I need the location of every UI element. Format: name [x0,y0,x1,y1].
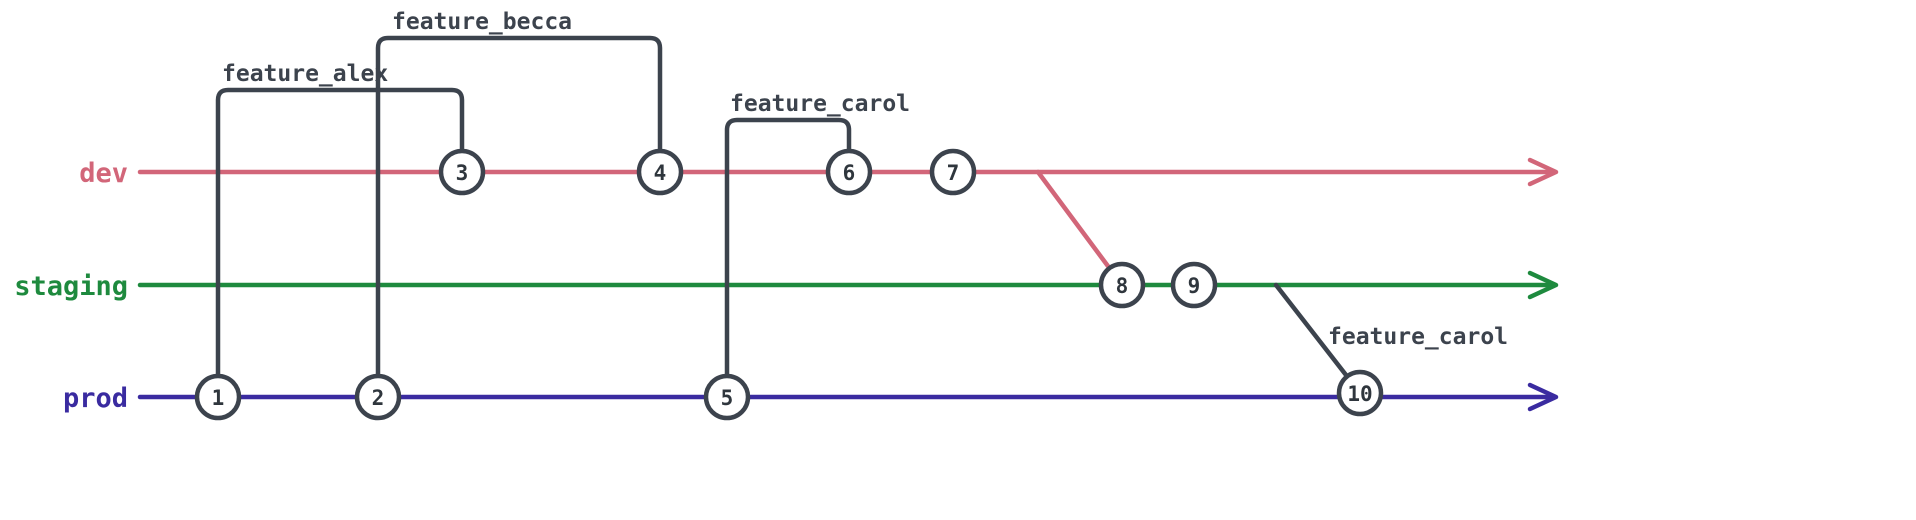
commit-node-5 [703,373,751,421]
commit-number-7: 7 [947,161,960,185]
commit-node-3 [438,148,486,196]
commit-node-10 [1336,369,1384,417]
commit-number-10: 10 [1347,382,1372,406]
feature-branch-label-feature_alex: feature_alex [222,61,388,87]
feature-branch-label-feature_becca: feature_becca [392,9,572,35]
branch-label-prod: prod [63,383,128,414]
feature-branch-path-feature_alex [215,87,465,400]
commit-number-3: 3 [456,161,469,185]
feature-branch-path-feature_becca [375,35,663,400]
commit-number-6: 6 [843,161,856,185]
branch-arrowhead-prod [1527,382,1559,412]
commit-number-9: 9 [1188,274,1201,298]
commit-node-8 [1098,261,1146,309]
commit-number-1: 1 [212,386,225,410]
commit-node-7 [929,148,977,196]
commit-node-2 [354,373,402,421]
commit-node-4 [636,148,684,196]
feature-branch-path-feature_carol [724,117,852,400]
branch-label-dev: dev [79,158,128,189]
merge-line-label-feature_carol: feature_carol [1328,324,1508,350]
commit-number-4: 4 [654,161,667,185]
commit-number-8: 8 [1116,274,1129,298]
merge-line-dev-to-8 [1035,169,1125,288]
commit-number-5: 5 [721,386,734,410]
commit-node-6 [825,148,873,196]
commit-number-2: 2 [372,386,385,410]
branch-arrowhead-dev [1527,157,1559,187]
commit-node-9 [1170,261,1218,309]
branch-label-staging: staging [14,271,128,302]
feature-branch-label-feature_carol: feature_carol [730,91,910,117]
branch-arrowhead-staging [1527,270,1559,300]
commit-node-1 [194,373,242,421]
